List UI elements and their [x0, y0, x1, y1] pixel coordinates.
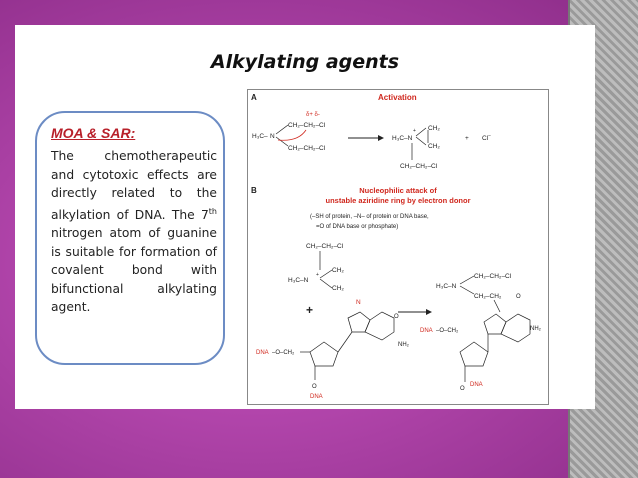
dna-label-b1: DNA [256, 350, 269, 356]
svg-text:CH₂–CH₂–Cl: CH₂–CH₂–Cl [474, 273, 512, 280]
svg-text:CH₂: CH₂ [428, 143, 440, 150]
svg-text:O: O [312, 384, 317, 390]
moa-sar-box: MOA & SAR: The chemotherapeutic and cyto… [35, 111, 225, 365]
svg-text:CH₂: CH₂ [428, 125, 440, 132]
chloride-ion: Cl− [482, 133, 491, 142]
svg-text:–O–CH₂: –O–CH₂ [272, 350, 295, 356]
dna-label-product-1: DNA [420, 328, 433, 334]
svg-text:O: O [516, 294, 521, 300]
dna-label-product-2: DNA [470, 382, 483, 388]
svg-text:H₃C–N: H₃C–N [436, 283, 457, 290]
svg-text:N: N [270, 133, 275, 140]
guanine-reactant [300, 311, 395, 380]
svg-text:CH₂–CH₂: CH₂–CH₂ [474, 293, 502, 300]
svg-text:H₃C–N: H₃C–N [288, 277, 309, 284]
svg-text:H₃C–: H₃C– [252, 133, 268, 140]
donor-line-2: =O of DNA base or phosphate) [316, 224, 398, 230]
svg-text:CH₂–CH₂–Cl: CH₂–CH₂–Cl [306, 243, 344, 250]
slide-content: Alkylating agents MOA & SAR: The chemoth… [15, 25, 595, 409]
panel-b-title-2: unstable aziridine ring by electron dono… [325, 196, 470, 205]
panel-a-title: Activation [378, 93, 417, 102]
aziridinium-reactant: CH₂–CH₂–Cl H₃C–N + CH₂ CH₂ [288, 243, 344, 292]
moa-body-part-2: nitrogen atom of guanine is suitable for… [51, 226, 217, 315]
svg-text:CH₂–CH₂–Cl: CH₂–CH₂–Cl [288, 122, 326, 129]
moa-body-text: The chemotherapeutic and cytotoxic effec… [51, 147, 217, 317]
svg-text:H₃C–N: H₃C–N [392, 135, 413, 142]
svg-text:NH₂: NH₂ [398, 342, 410, 348]
plus-sign-a: + [465, 135, 469, 142]
plus-sign-b: + [306, 303, 313, 317]
mustard-structure: CH₂–CH₂–Cl H₃C– N CH₂–CH₂–Cl [252, 122, 326, 152]
svg-text:CH₂: CH₂ [332, 285, 344, 292]
svg-text:NH₂: NH₂ [530, 326, 542, 332]
svg-text:+: + [316, 272, 319, 278]
svg-text:CH₂–CH₂–Cl: CH₂–CH₂–Cl [288, 145, 326, 152]
delta-charges: δ+ δ- [306, 112, 320, 118]
panel-b-label: B [251, 186, 257, 195]
n7-site: N [356, 299, 361, 306]
svg-text:CH₂: CH₂ [332, 267, 344, 274]
svg-text:O: O [460, 386, 465, 392]
dna-label-b2: DNA [310, 394, 323, 400]
svg-text:–O–CH₂: –O–CH₂ [436, 328, 459, 334]
slide-title: Alkylating agents [210, 51, 400, 73]
alkylated-product: H₃C–N CH₂–CH₂–Cl CH₂–CH₂ O NH₂ [420, 273, 542, 392]
mechanism-figure: A Activation δ+ δ- CH₂–CH₂–Cl H₃C– N CH₂… [247, 89, 549, 405]
svg-text:CH₂–CH₂–Cl: CH₂–CH₂–Cl [400, 163, 438, 170]
moa-heading: MOA & SAR: [51, 125, 136, 141]
moa-body-part-1: The chemotherapeutic and cytotoxic effec… [51, 149, 217, 222]
panel-b-title-1: Nucleophilic attack of [359, 186, 437, 195]
aziridinium-ion: H₃C–N + CH₂ CH₂ CH₂–CH₂–Cl [392, 125, 440, 170]
donor-line-1: (–SH of protein, –N– of protein or DNA b… [310, 214, 429, 220]
panel-a-label: A [251, 93, 257, 102]
mechanism-diagram: A Activation δ+ δ- CH₂–CH₂–Cl H₃C– N CH₂… [251, 93, 542, 400]
svg-text:+: + [413, 128, 416, 134]
moa-body-superscript: th [208, 206, 217, 216]
svg-text:O: O [394, 314, 399, 320]
